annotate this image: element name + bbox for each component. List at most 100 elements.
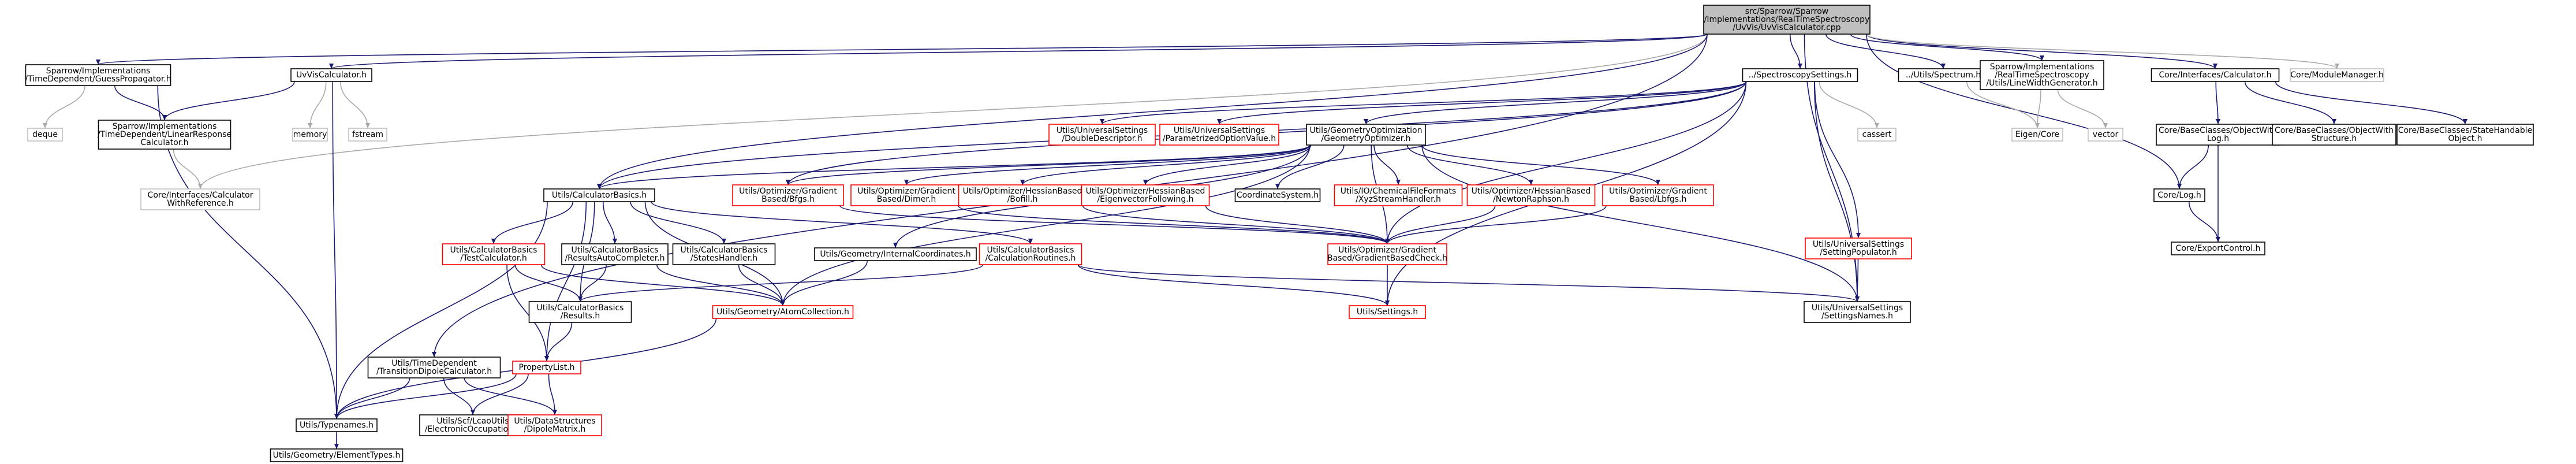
node-memory[interactable]: memory: [292, 128, 328, 142]
node-test_calc[interactable]: Utils/CalculatorBasics/TestCalculator.h: [442, 243, 546, 265]
node-cassert[interactable]: cassert: [1857, 128, 1896, 142]
node-label: Utils/Optimizer/Gradient: [739, 187, 837, 196]
node-bofill[interactable]: Utils/Optimizer/HessianBased/Bofill.h: [958, 184, 1087, 206]
node-log[interactable]: Core/Log.h: [2153, 188, 2205, 202]
node-label: Utils/CalculatorBasics.h: [552, 191, 647, 200]
edge-line: [1100, 81, 1747, 125]
node-label: ../SpectroscopySettings.h: [1749, 70, 1852, 80]
edge-line: [491, 201, 574, 244]
node-internal_coords[interactable]: Utils/Geometry/InternalCoordinates.h: [814, 247, 977, 261]
node-fstream[interactable]: fstream: [348, 128, 387, 142]
edge-results_auto-to-results: [578, 264, 607, 302]
node-newton[interactable]: Utils/Optimizer/HessianBased/NewtonRaphs…: [1466, 184, 1596, 206]
node-label: Sparrow/Implementations: [1990, 62, 2095, 72]
node-deque[interactable]: deque: [27, 128, 63, 142]
node-calc_withref[interactable]: Core/Interfaces/CalculatorWithReference.…: [140, 188, 260, 210]
node-box: [1081, 184, 1210, 206]
node-settings[interactable]: Utils/Settings.h: [1349, 305, 1426, 319]
edge-line: [544, 201, 587, 362]
node-label: Utils/Scf/LcaoUtils: [436, 417, 509, 426]
node-label: Utils/Geometry/AtomCollection.h: [716, 307, 849, 317]
node-core_calc[interactable]: Core/Interfaces/Calculator.h: [2151, 68, 2280, 82]
edge-geom_opt-to-eigvec: [1143, 144, 1312, 185]
edge-line: [1020, 144, 1311, 185]
node-linear_resp[interactable]: Sparrow/Implementations/TimeDependent/Li…: [98, 120, 232, 150]
node-spectrum[interactable]: ../Utils/Spectrum.h: [1898, 68, 1989, 82]
node-setting_pop[interactable]: Utils/UniversalSettings/SettingPopulator…: [1805, 237, 1912, 259]
node-element_types[interactable]: Utils/Geometry/ElementTypes.h: [270, 448, 404, 462]
node-box: [2088, 128, 2123, 142]
edge-calc_basics-to-calc_routines: [651, 201, 1033, 244]
edge-calc_basics-to-states_handler: [630, 201, 726, 244]
edge-line: [1814, 81, 1861, 239]
node-xyz[interactable]: Utils/IO/ChemicalFileFormats/XyzStreamHa…: [1334, 184, 1463, 206]
edge-calc_basics-to-typenames: [334, 201, 548, 420]
node-td_dipole[interactable]: Utils/TimeDependent/TransitionDipoleCalc…: [367, 357, 501, 378]
node-export_ctrl[interactable]: Core/ExportControl.h: [2171, 242, 2265, 255]
edge-root-to-linewidth: [1850, 34, 2044, 61]
node-eigen[interactable]: Eigen/Core: [2011, 128, 2063, 142]
edge-geom_opt-to-lbfgs: [1421, 144, 1660, 185]
edge-spec_settings-to-grad_check: [1385, 81, 1747, 244]
node-coordsys[interactable]: CoordinateSystem.h: [1234, 188, 1321, 202]
node-param_opt[interactable]: Utils/UniversalSettings/ParametrizedOpti…: [1159, 124, 1279, 146]
node-bfgs[interactable]: Utils/Optimizer/GradientBased/Bfgs.h: [732, 184, 844, 206]
node-states_handler[interactable]: Utils/CalculatorBasics/StatesHandler.h: [672, 243, 776, 265]
node-label: Based/Lbfgs.h: [1630, 195, 1687, 204]
node-box: [1327, 243, 1447, 265]
node-eigvec[interactable]: Utils/Optimizer/HessianBased/Eigenvector…: [1081, 184, 1210, 206]
node-box: [512, 361, 581, 374]
edge-line: [630, 201, 726, 244]
edge-spec_settings-to-cassert: [1819, 81, 1879, 129]
node-uvvis_calc[interactable]: UvVisCalculator.h: [290, 68, 372, 82]
edge-core_calc-to-obj_struct: [2244, 81, 2336, 125]
node-calc_routines[interactable]: Utils/CalculatorBasics/CalculationRoutin…: [979, 243, 1082, 265]
edge-spec_settings-to-settings_names: [1813, 81, 1860, 302]
node-double_desc[interactable]: Utils/UniversalSettings/DoubleDescriptor…: [1048, 124, 1156, 146]
node-dimer[interactable]: Utils/Optimizer/GradientBased/Dimer.h: [850, 184, 962, 206]
node-label: /DipoleMatrix.h: [524, 425, 586, 434]
node-label: /TimeDependent/LinearResponse: [98, 130, 232, 139]
node-label: ../Utils/Spectrum.h: [1906, 70, 1981, 80]
node-label: Utils/TimeDependent: [391, 359, 477, 368]
node-dipole_matrix[interactable]: Utils/DataStructures/DipoleMatrix.h: [507, 414, 602, 436]
node-box: [672, 243, 776, 265]
node-prop_list[interactable]: PropertyList.h: [512, 361, 581, 374]
edge-geom_opt-to-atom_coll: [781, 144, 1311, 306]
node-box: [2011, 128, 2063, 142]
node-linewidth[interactable]: Sparrow/Implementations/RealTimeSpectros…: [1980, 60, 2104, 90]
edge-line: [1077, 264, 1860, 302]
node-results_auto[interactable]: Utils/CalculatorBasics/ResultsAutoComple…: [561, 243, 669, 265]
node-core_module[interactable]: Core/ModuleManager.h: [2290, 68, 2384, 82]
edge-geom_opt-to-bofill: [1020, 144, 1311, 185]
node-guess_prop[interactable]: Sparrow/Implementations/TimeDependent/Gu…: [25, 64, 171, 86]
node-settings_names[interactable]: Utils/UniversalSettings/SettingsNames.h: [1804, 301, 1911, 323]
node-box: [2151, 68, 2280, 82]
node-root[interactable]: src/Sparrow/Sparrow/Implementations/Real…: [1703, 5, 1871, 35]
node-geom_opt[interactable]: Utils/GeometryOptimization/GeometryOptim…: [1306, 124, 1426, 146]
edge-line: [1850, 34, 2044, 61]
edge-line: [334, 377, 410, 420]
node-grad_check[interactable]: Utils/Optimizer/GradientBased/GradientBa…: [1327, 243, 1447, 265]
node-box: [270, 448, 404, 462]
edge-root-to-calc_basics: [597, 34, 1708, 190]
edge-line: [1819, 81, 1879, 129]
node-calc_basics[interactable]: Utils/CalculatorBasics.h: [543, 188, 655, 202]
node-box: [290, 68, 372, 82]
node-box: [1703, 5, 1871, 35]
node-box: [507, 414, 602, 436]
edge-line: [162, 81, 295, 121]
node-lbfgs[interactable]: Utils/Optimizer/GradientBased/Lbfgs.h: [1602, 184, 1714, 206]
edge-root-to-spectrum: [1825, 34, 1946, 69]
edge-line: [2035, 89, 2041, 129]
node-typenames[interactable]: Utils/Typenames.h: [296, 418, 378, 432]
node-atom_coll[interactable]: Utils/Geometry/AtomCollection.h: [712, 305, 854, 319]
node-spec_settings[interactable]: ../SpectroscopySettings.h: [1742, 68, 1858, 82]
edge-line: [1385, 205, 1496, 244]
node-results[interactable]: Utils/CalculatorBasics/Results.h: [528, 301, 632, 323]
node-label: Utils/Settings.h: [1357, 307, 1418, 317]
node-vector[interactable]: vector: [2088, 128, 2123, 142]
